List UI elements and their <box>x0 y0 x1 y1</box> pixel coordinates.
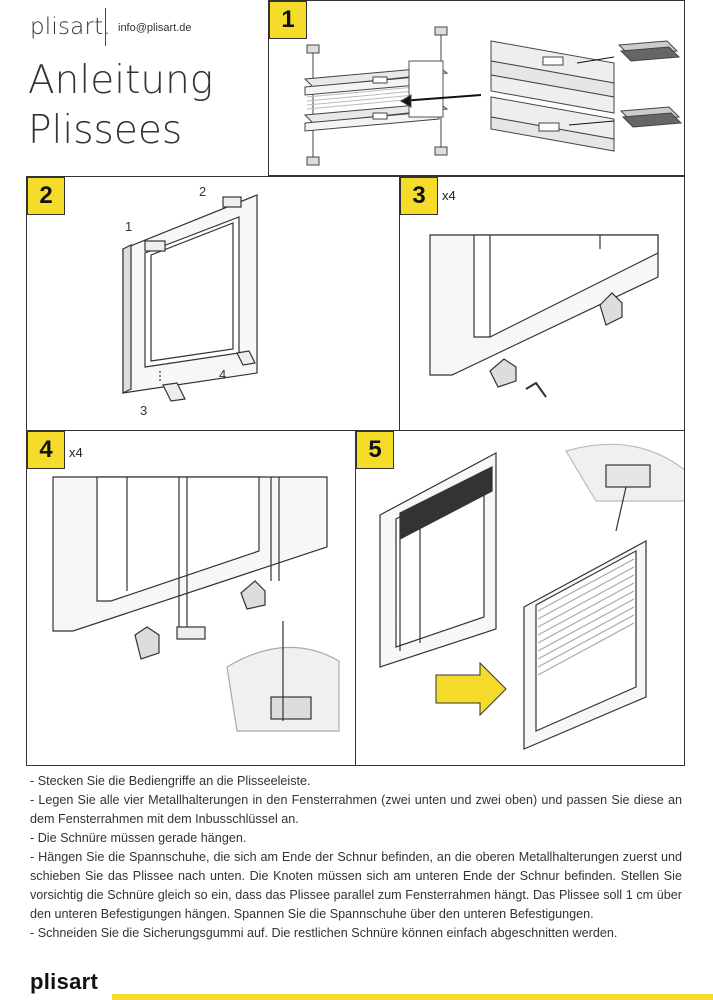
step-4-illustration <box>52 476 340 732</box>
instruction-3: - Die Schnüre müssen gerade hängen. <box>30 831 247 845</box>
step-2-panel: 2 1 2 3 4 <box>26 176 401 432</box>
step-2-label-3: 3 <box>140 403 148 418</box>
instruction-5: - Schneiden Sie die Sicherungsgummi auf.… <box>30 926 618 940</box>
contact-email[interactable]: info@plisart.de <box>118 22 192 34</box>
step-4-panel: 4 x4 <box>26 430 357 766</box>
step-1-panel: 1 <box>268 0 685 176</box>
brand-logo: plisart. <box>30 14 111 40</box>
step-3-panel: 3 x4 <box>399 176 685 432</box>
step-5-badge: 5 <box>356 431 394 469</box>
instruction-2: - Legen Sie alle vier Metallhalterungen … <box>30 793 682 826</box>
title-line-2: Plissees <box>28 108 183 153</box>
step-2-badge: 2 <box>27 177 65 215</box>
step-2-illustration <box>122 194 258 402</box>
step-4-badge: 4 <box>27 431 65 469</box>
step-2-label-4: 4 <box>219 367 227 382</box>
footer-accent-line <box>112 994 713 1000</box>
step-5-panel: 5 <box>355 430 685 766</box>
footer-logo: plisart <box>30 969 99 994</box>
step-2-label-1: 1 <box>125 219 133 234</box>
step-5-illustration <box>379 443 684 750</box>
instruction-4: - Hängen Sie die Spannschuhe, die sich a… <box>30 850 682 921</box>
step-1-illustration <box>303 26 683 166</box>
step-4-multiplier: x4 <box>69 445 83 460</box>
brand-divider <box>105 8 106 46</box>
instruction-1: - Stecken Sie die Bediengriffe an die Pl… <box>30 774 311 788</box>
step-1-badge: 1 <box>269 1 307 39</box>
instructions-text: - Stecken Sie die Bediengriffe an die Pl… <box>30 772 682 943</box>
step-3-badge: 3 <box>400 177 438 215</box>
step-3-illustration <box>429 234 659 398</box>
title-line-1: Anleitung <box>28 58 214 103</box>
step-2-label-2: 2 <box>199 184 207 199</box>
step-3-multiplier: x4 <box>442 188 456 203</box>
page-title: Anleitung Plissees <box>28 56 213 156</box>
